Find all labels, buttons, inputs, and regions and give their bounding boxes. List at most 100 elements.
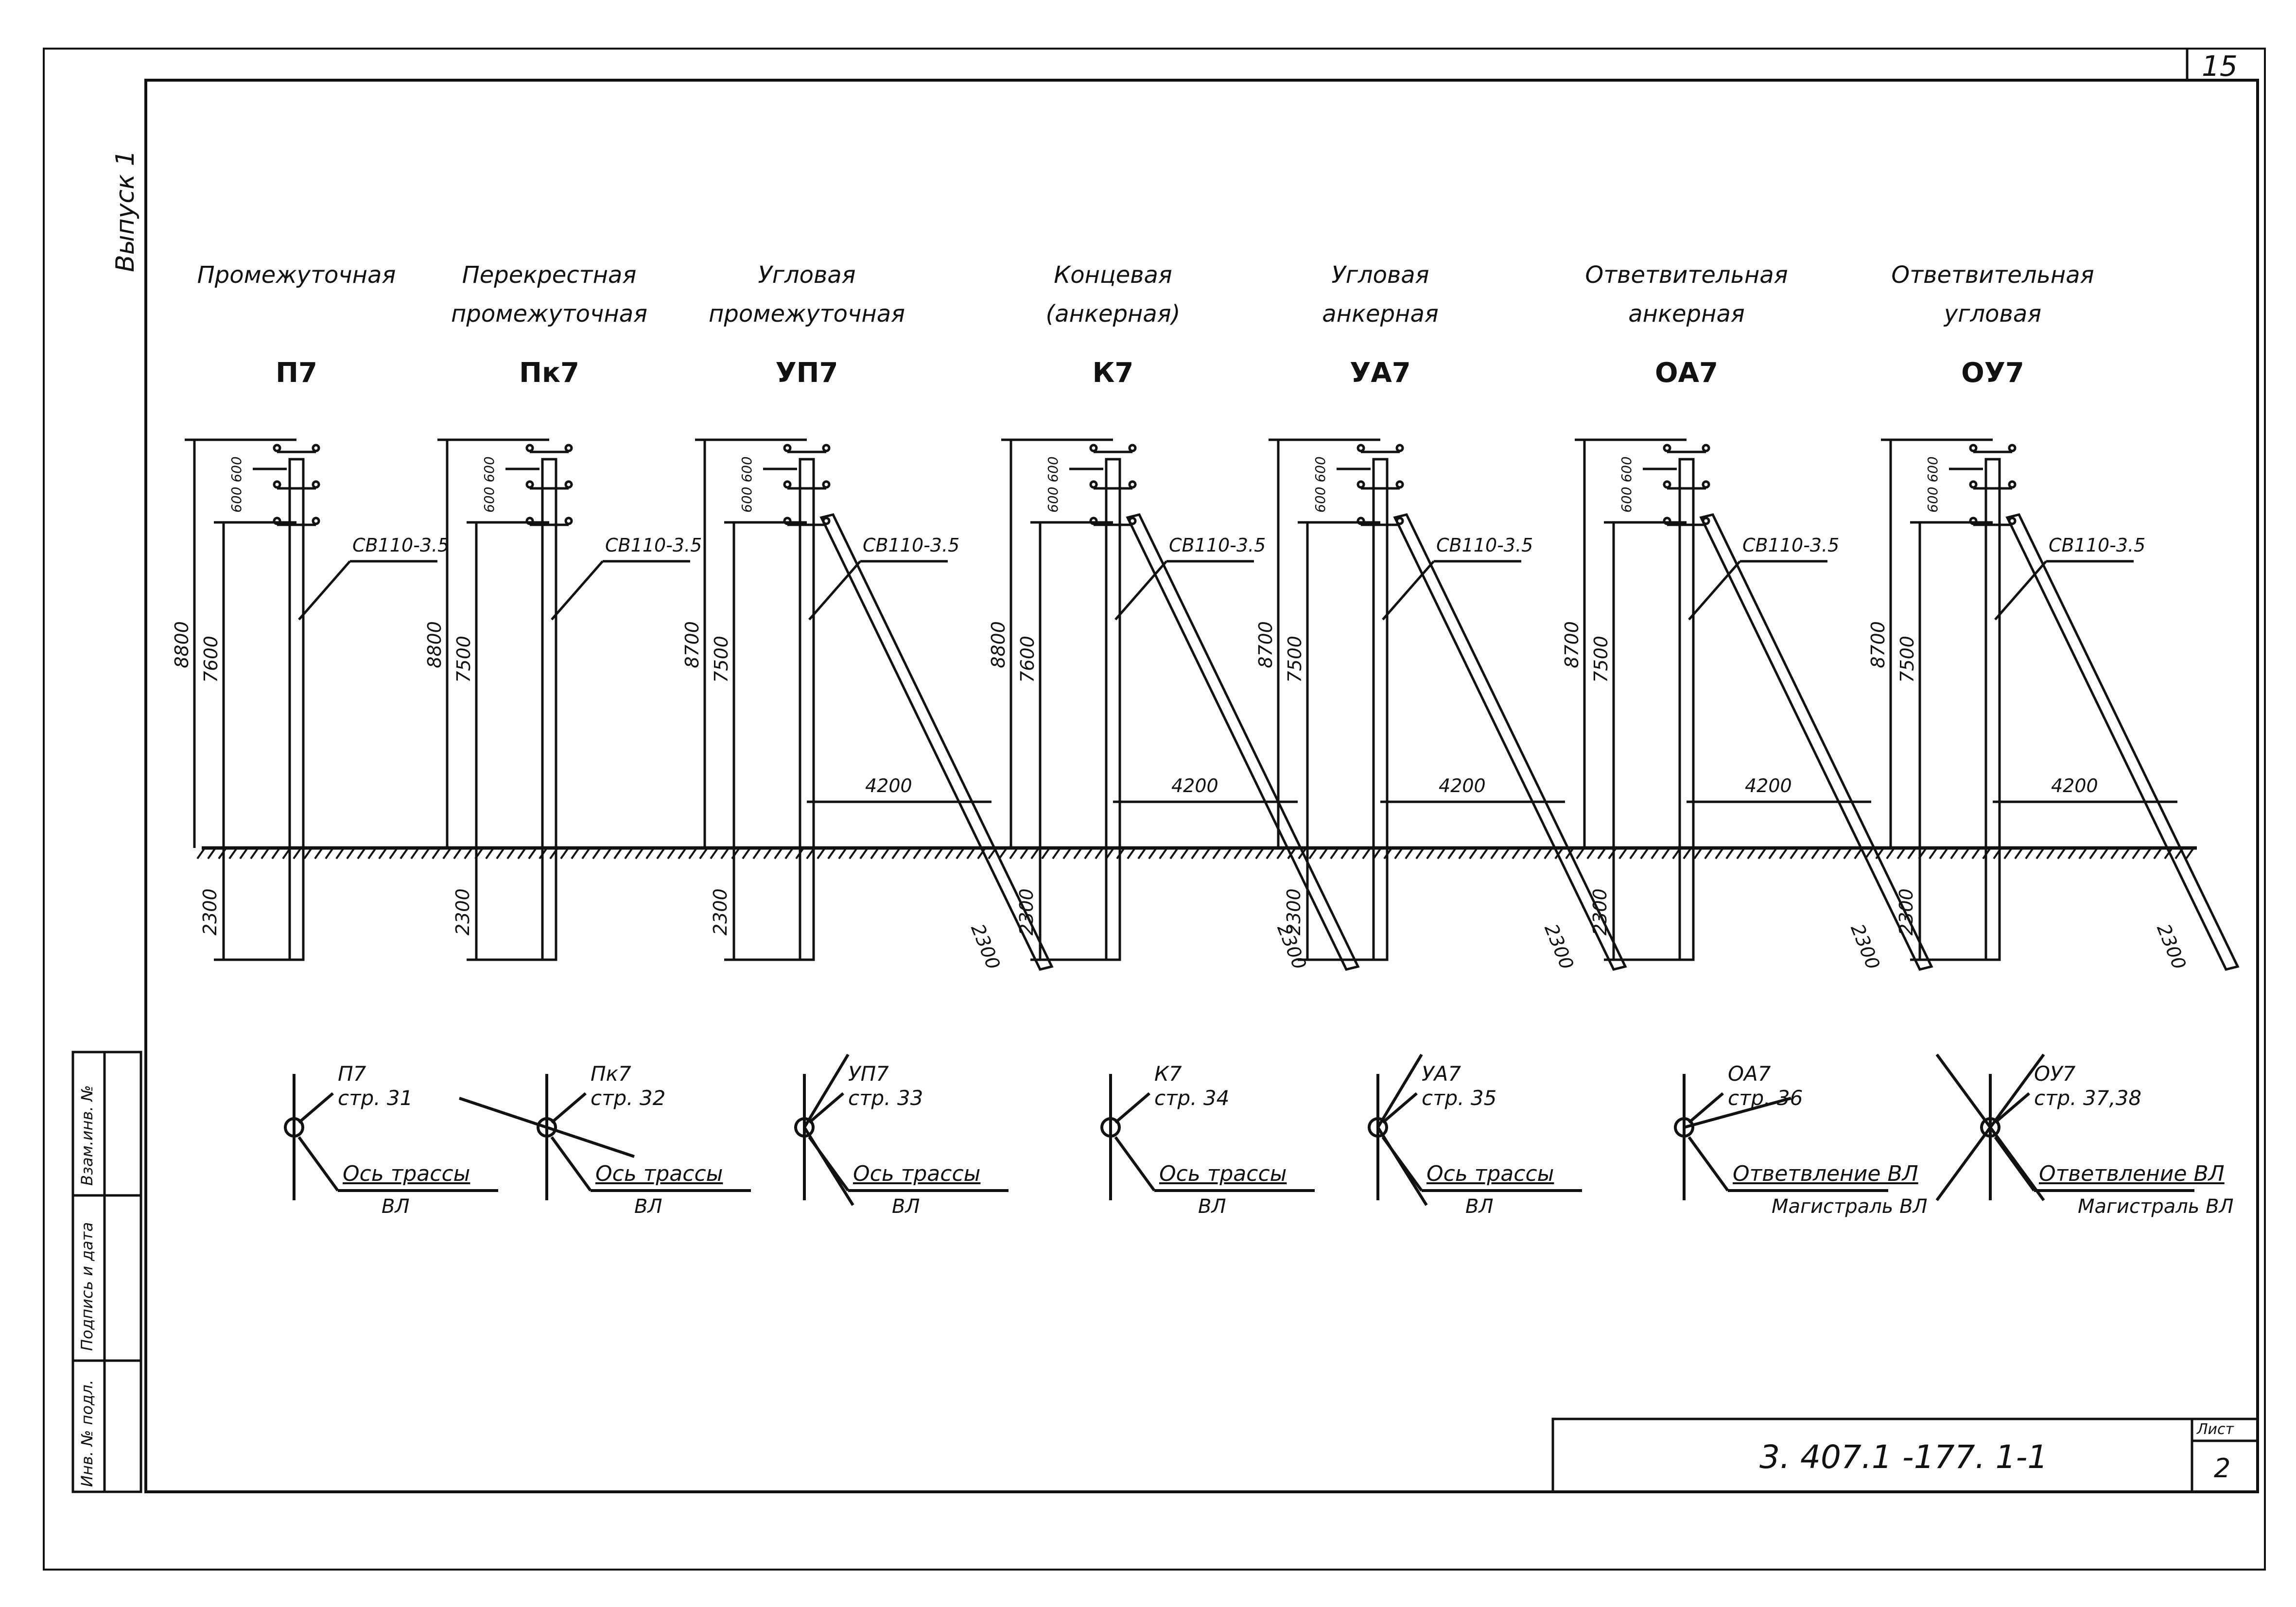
dim-brace-offset: 4200 <box>1745 775 1792 796</box>
plan-page-ref: стр. 36 <box>1728 1086 1803 1110</box>
support-subtitle: угловая <box>1944 300 2042 328</box>
title-block <box>1551 1417 2259 1493</box>
support-subtitle: анкерная <box>1628 300 1745 328</box>
support-elevation <box>1269 438 1627 971</box>
margin-stamp <box>71 1051 142 1493</box>
inner-frame <box>144 79 2259 1493</box>
plan-ref-code: УА7 <box>1422 1062 1461 1086</box>
plan-axis-sub: ВЛ <box>382 1195 410 1218</box>
dim-above-ground: 7600 <box>1017 636 1038 683</box>
support-plan <box>794 1054 1009 1206</box>
plan-axis-label: Ось трассы <box>595 1161 723 1186</box>
plan-axis-label: Ось трассы <box>853 1161 981 1186</box>
dim-crossarm-spacing: 600 600 <box>1312 456 1328 513</box>
dim-crossarm-spacing: 600 600 <box>1045 456 1061 513</box>
support-plan <box>284 1074 498 1200</box>
dim-brace-offset: 4200 <box>1439 775 1486 796</box>
dim-total-height: 8700 <box>1867 621 1889 668</box>
plan-axis-label: Ось трассы <box>1159 1161 1287 1186</box>
plan-axis-label: Ответвление ВЛ <box>2039 1161 2225 1186</box>
plan-page-ref: стр. 35 <box>1422 1086 1497 1110</box>
support-plan <box>1100 1074 1315 1200</box>
support-title: Ответвительная <box>1585 261 1788 289</box>
plan-axis-sub: ВЛ <box>1198 1195 1226 1218</box>
wire-label: СВ110-3.5 <box>605 535 702 556</box>
support-elevation <box>695 438 1054 971</box>
dim-crossarm-spacing: 600 600 <box>481 456 497 513</box>
dim-total-height: 8700 <box>1255 621 1276 668</box>
margin-label-signature-date: Подпись и дата <box>78 1222 96 1351</box>
dim-crossarm-spacing: 600 600 <box>228 456 244 513</box>
plan-axis-label: Ось трассы <box>343 1161 470 1186</box>
wire-label: СВ110-3.5 <box>1742 535 1840 556</box>
dim-above-ground: 7600 <box>200 636 222 683</box>
margin-label-inv-replace: Взам.инв. № <box>78 1085 96 1186</box>
plan-axis-label: Ось трассы <box>1426 1161 1554 1186</box>
support-code: П7 <box>276 357 317 389</box>
support-code: УА7 <box>1350 357 1411 389</box>
support-plan <box>1935 1054 2194 1201</box>
support-plan <box>459 1074 751 1200</box>
plan-axis-sub: Магистраль ВЛ <box>2078 1195 2234 1218</box>
plan-axis-sub: Магистраль ВЛ <box>1772 1195 1928 1218</box>
support-elevation <box>185 438 437 961</box>
dim-below-ground: 2300 <box>1016 888 1037 935</box>
dim-above-ground: 7500 <box>1284 636 1305 683</box>
dim-below-ground: 2300 <box>710 888 731 935</box>
support-plan <box>1674 1074 1888 1200</box>
support-code: УП7 <box>775 357 838 389</box>
dim-below-ground: 2300 <box>1283 888 1305 935</box>
dim-below-ground: 2300 <box>1896 888 1917 935</box>
document-code: 3. 407.1 -177. 1-1 <box>1759 1438 2048 1476</box>
dim-crossarm-spacing: 600 600 <box>1618 456 1635 513</box>
plan-page-ref: стр. 33 <box>848 1086 923 1110</box>
dim-total-height: 8800 <box>171 621 192 668</box>
plan-page-ref: стр. 32 <box>591 1086 666 1110</box>
dim-below-ground: 2300 <box>452 888 473 935</box>
support-elevation <box>1575 438 1933 971</box>
wire-label: СВ110-3.5 <box>2049 535 2146 556</box>
dim-total-height: 8700 <box>681 621 703 668</box>
support-plan <box>1368 1054 1582 1206</box>
support-title: Угловая <box>758 261 856 289</box>
sheet-number: 2 <box>2214 1453 2231 1484</box>
support-subtitle: промежуточная <box>451 300 647 328</box>
dim-below-ground: 2300 <box>199 888 221 935</box>
support-subtitle: анкерная <box>1322 300 1439 328</box>
dim-crossarm-spacing: 600 600 <box>1925 456 1941 513</box>
dim-total-height: 8800 <box>988 621 1009 668</box>
margin-label-inv-original: Инв. № подл. <box>78 1380 96 1487</box>
plan-axis-sub: ВЛ <box>1465 1195 1494 1218</box>
support-elevation <box>1001 438 1360 971</box>
dim-brace-offset: 4200 <box>865 775 912 796</box>
plan-axis-label: Ответвление ВЛ <box>1733 1161 1918 1186</box>
wire-label: СВ110-3.5 <box>352 535 450 556</box>
plan-ref-code: ОУ7 <box>2034 1062 2076 1086</box>
dim-below-ground: 2300 <box>1589 888 1611 935</box>
plan-ref-code: УП7 <box>848 1062 889 1086</box>
plan-page-ref: стр. 31 <box>338 1086 413 1110</box>
plan-ref-code: ОА7 <box>1728 1062 1771 1086</box>
wire-label: СВ110-3.5 <box>1169 535 1266 556</box>
support-elevation <box>1881 438 2240 971</box>
plan-page-ref: стр. 37,38 <box>2034 1086 2142 1110</box>
support-title: Ответвительная <box>1891 261 2094 289</box>
plan-ref-code: П7 <box>338 1062 366 1086</box>
dim-total-height: 8700 <box>1561 621 1583 668</box>
wire-label: СВ110-3.5 <box>863 535 960 556</box>
support-title: Перекрестная <box>462 261 637 289</box>
plan-axis-sub: ВЛ <box>634 1195 662 1218</box>
dim-brace-offset: 4200 <box>1171 775 1218 796</box>
dim-above-ground: 7500 <box>453 636 474 683</box>
support-code: К7 <box>1092 357 1134 389</box>
support-code: Пк7 <box>519 357 579 389</box>
support-elevation <box>437 438 690 961</box>
outer-frame <box>43 48 2266 1571</box>
page-number: 15 <box>2202 50 2238 83</box>
support-code: ОУ7 <box>1961 357 2024 389</box>
plan-ref-code: Пк7 <box>591 1062 631 1086</box>
dim-total-height: 8800 <box>424 621 445 668</box>
sheet-label: Лист <box>2197 1421 2234 1438</box>
plan-page-ref: стр. 34 <box>1154 1086 1230 1110</box>
